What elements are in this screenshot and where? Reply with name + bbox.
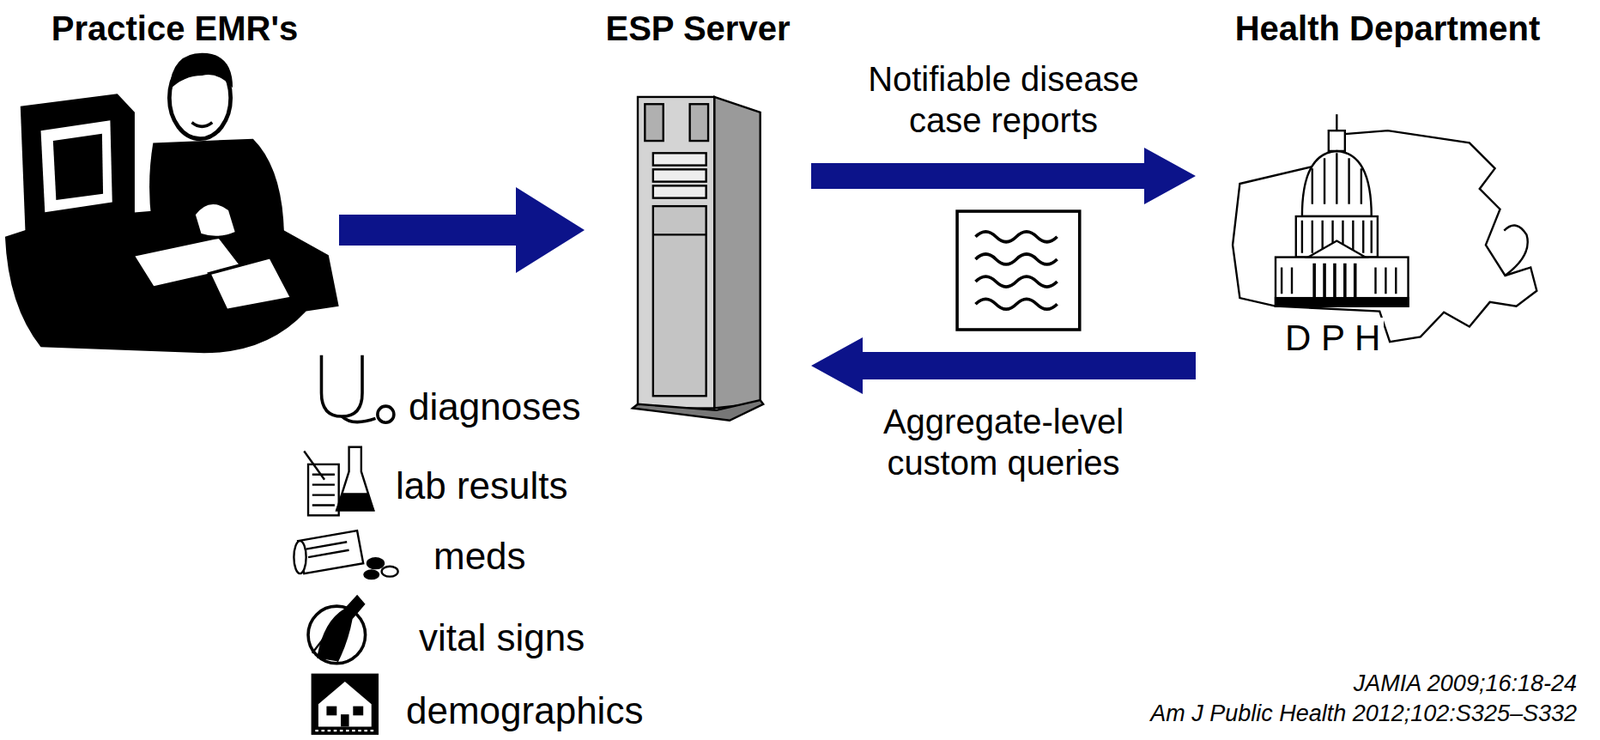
data-document-icon (957, 211, 1080, 330)
illustration-stroke (53, 133, 104, 200)
data-flow-arrow (811, 337, 1196, 394)
illustration-stroke (1281, 266, 1396, 294)
node-heading: Practice EMR's (51, 8, 298, 49)
state-map (1232, 130, 1537, 342)
illustration-stroke (193, 202, 237, 237)
illustration-stroke (644, 103, 663, 141)
illustration-stroke (1503, 225, 1528, 276)
illustration-stroke (315, 729, 375, 732)
person-at-computer (5, 53, 340, 354)
illustration-stroke (326, 706, 337, 716)
node-heading: Health Department (1235, 8, 1541, 49)
vital-signs-icon (308, 596, 366, 663)
illustration-stroke (653, 206, 707, 396)
illustration-stroke (381, 566, 399, 577)
stethoscope-icon (321, 355, 394, 423)
illustration-stroke (169, 53, 233, 91)
illustration-stroke (363, 570, 379, 580)
citation: JAMIA 2009;16:18-24 (1353, 671, 1577, 697)
illustration-stroke (1328, 130, 1346, 152)
illustration-stroke (1232, 130, 1537, 342)
illustration-stroke (1296, 216, 1378, 258)
illustration-stroke (340, 714, 350, 727)
illustration-stroke (321, 355, 363, 417)
illustration-stroke (336, 493, 374, 510)
diagram-node: Practice EMR's (10, 6, 340, 354)
illustration-stroke (1312, 152, 1362, 204)
data-type-label: demographics (406, 690, 643, 732)
data-flow-arrow (339, 187, 585, 273)
illustration-stroke (957, 211, 1080, 330)
illustration-stroke (318, 681, 372, 727)
illustration-stroke (209, 257, 292, 311)
illustration-stroke (312, 616, 341, 654)
illustration-stroke (367, 557, 384, 569)
illustration-stroke (975, 254, 1057, 265)
illustration-stroke (308, 464, 340, 516)
illustration-stroke (975, 276, 1057, 287)
illustration-stroke (41, 120, 113, 213)
illustration-stroke (653, 185, 707, 198)
illustration-stroke (1275, 257, 1409, 307)
illustration-stroke (1308, 241, 1366, 258)
illustration-stroke (311, 673, 379, 735)
data-type-label: vital signs (418, 617, 585, 659)
data-type-label: lab results (395, 465, 569, 507)
illustration-stroke (690, 103, 709, 141)
arrow-label: Notifiable disease case reports (828, 58, 1179, 141)
illustration-stroke (653, 233, 707, 236)
illustration-stroke (714, 96, 760, 409)
illustration-stroke (293, 540, 306, 574)
illustration-stroke (632, 400, 764, 421)
illustration-stroke (975, 231, 1057, 243)
illustration-stroke (975, 298, 1057, 310)
diagram-node: ESP Server (584, 6, 812, 418)
illustration-stroke (20, 93, 135, 237)
arrow-label: Aggregate-level custom queries (828, 400, 1179, 484)
diagram-node: Health Department D P H (1195, 6, 1580, 404)
illustration-stroke (318, 596, 364, 661)
illustration-stroke (336, 447, 374, 511)
illustration-stroke (653, 169, 707, 182)
lab-flask-icon (303, 447, 374, 516)
illustration-stroke (303, 450, 325, 479)
illustration-stroke (377, 406, 394, 423)
illustration-stroke (352, 706, 364, 716)
illustration-stroke (297, 530, 364, 574)
illustration-stroke (653, 152, 707, 165)
illustration-stroke (191, 122, 213, 128)
illustration-stroke (637, 96, 715, 409)
illustration-stroke (306, 541, 350, 558)
illustration-stroke (341, 416, 376, 423)
illustration-stroke (1314, 263, 1356, 298)
data-flow-arrow (811, 147, 1196, 205)
server-tower (632, 96, 764, 421)
pill-bottle-icon (293, 530, 398, 579)
citation: Am J Public Health 2012;102:S325–S332 (1150, 701, 1577, 728)
node-heading: ESP Server (606, 8, 791, 49)
house-icon (311, 673, 379, 735)
node-caption: D P H (1281, 317, 1384, 359)
data-type-label: meds (433, 535, 527, 577)
capitol-building (1275, 114, 1409, 306)
illustration-stroke (1275, 297, 1409, 307)
illustration-stroke (1335, 114, 1338, 131)
illustration-stroke (5, 53, 1537, 735)
data-type-label: diagnoses (408, 386, 582, 428)
illustration-stroke (1302, 151, 1372, 217)
